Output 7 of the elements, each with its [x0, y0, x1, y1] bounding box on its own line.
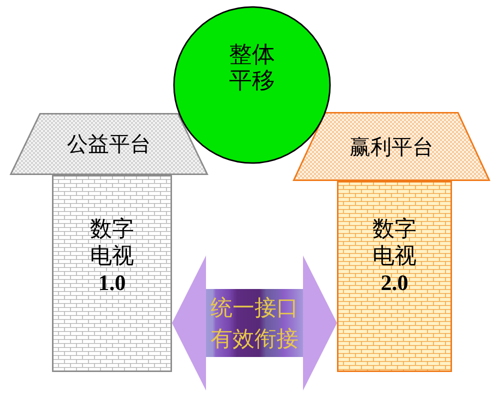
double-arrow	[172, 256, 337, 390]
circle: 整体平移	[173, 6, 331, 164]
edge-label: 统一接口有效衔接	[210, 294, 300, 353]
brick-pillar: 数字电视2.0	[337, 181, 452, 372]
brick-pillar: 数字电视1.0	[52, 175, 172, 372]
roof-trapezoid: 赢利平台	[293, 112, 490, 181]
roof-trapezoid: 公益平台	[10, 113, 208, 175]
